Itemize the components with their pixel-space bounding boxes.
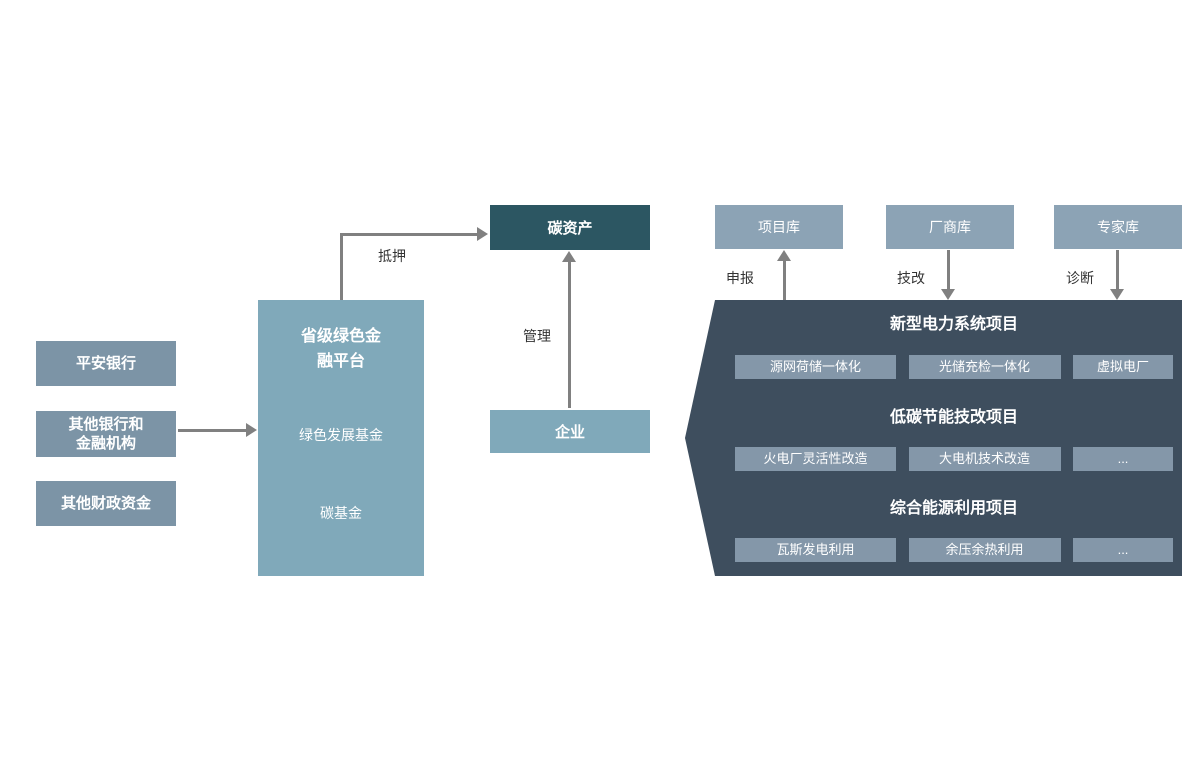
platform-title: 省级绿色金 融平台: [258, 324, 424, 374]
project-chip: ...: [1073, 538, 1173, 562]
chip-row-new-power-system: 源网荷储一体化 光储充检一体化 虚拟电厂: [735, 355, 1173, 379]
node-other-fiscal-funds: 其他财政资金: [36, 481, 176, 526]
node-enterprise: 企业: [490, 410, 650, 453]
arrow-retrofit-line: [947, 250, 950, 289]
edge-label-retrofit: 技改: [897, 270, 925, 286]
project-chip: ...: [1073, 447, 1173, 471]
projects-panel: 新型电力系统项目 源网荷储一体化 光储充检一体化 虚拟电厂 低碳节能技改项目 火…: [685, 300, 1182, 576]
node-green-finance-platform: 省级绿色金 融平台 绿色发展基金 碳基金: [258, 300, 424, 576]
arrow-manage-line: [568, 261, 571, 408]
platform-fund-green: 绿色发展基金: [299, 427, 383, 443]
arrow-retrofit-head: [941, 289, 955, 300]
project-chip: 大电机技术改造: [908, 447, 1061, 471]
node-label: 厂商库: [929, 219, 971, 235]
project-chip: 火电厂灵活性改造: [735, 447, 896, 471]
arrow-sources-to-platform-line: [178, 429, 246, 432]
section-title-integrated-energy: 综合能源利用项目: [889, 500, 1018, 517]
project-chip: 光储充检一体化: [908, 355, 1061, 379]
arrow-pledge-head: [477, 227, 488, 241]
node-project-library: 项目库: [715, 205, 843, 249]
platform-fund-carbon: 碳基金: [320, 505, 362, 521]
section-title-new-power-system: 新型电力系统项目: [889, 316, 1018, 333]
arrow-declare-head: [777, 250, 791, 261]
edge-label-declare: 申报: [726, 270, 754, 286]
chip-row-low-carbon-retrofit: 火电厂灵活性改造 大电机技术改造 ...: [735, 447, 1173, 471]
node-label: 专家库: [1097, 219, 1139, 235]
project-chip: 瓦斯发电利用: [735, 538, 896, 562]
arrow-manage-head: [562, 251, 576, 262]
arrow-pledge-horizontal-line: [340, 233, 477, 236]
edge-label-diagnose: 诊断: [1066, 270, 1094, 286]
project-chip: 余压余热利用: [908, 538, 1061, 562]
arrow-pledge-vertical-line: [340, 233, 343, 300]
node-other-banks: 其他银行和 金融机构: [36, 411, 176, 457]
arrow-diagnose-head: [1110, 289, 1124, 300]
node-label: 其他财政资金: [60, 495, 151, 512]
platform-title-line2: 融平台: [316, 353, 365, 370]
node-label-line1: 其他银行和: [68, 416, 144, 433]
project-chip: 源网荷储一体化: [735, 355, 896, 379]
node-expert-library: 专家库: [1054, 205, 1182, 249]
section-title-low-carbon-retrofit: 低碳节能技改项目: [889, 409, 1018, 426]
arrow-declare-line: [783, 260, 786, 300]
node-label: 碳资产: [547, 220, 593, 237]
chip-row-integrated-energy: 瓦斯发电利用 余压余热利用 ...: [735, 538, 1173, 562]
node-label: 企业: [554, 424, 585, 441]
node-vendor-library: 厂商库: [886, 205, 1014, 249]
node-label: 项目库: [758, 219, 800, 235]
platform-title-line1: 省级绿色金: [300, 328, 381, 345]
project-chip: 虚拟电厂: [1073, 355, 1173, 379]
edge-label-manage: 管理: [523, 328, 551, 344]
node-pingan-bank: 平安银行: [36, 341, 176, 386]
node-carbon-asset: 碳资产: [490, 205, 650, 250]
node-label-line2: 金融机构: [75, 435, 136, 452]
arrow-sources-to-platform-head: [246, 423, 257, 437]
node-label: 平安银行: [75, 355, 136, 372]
edge-label-pledge: 抵押: [378, 248, 406, 264]
arrow-diagnose-line: [1116, 250, 1119, 289]
